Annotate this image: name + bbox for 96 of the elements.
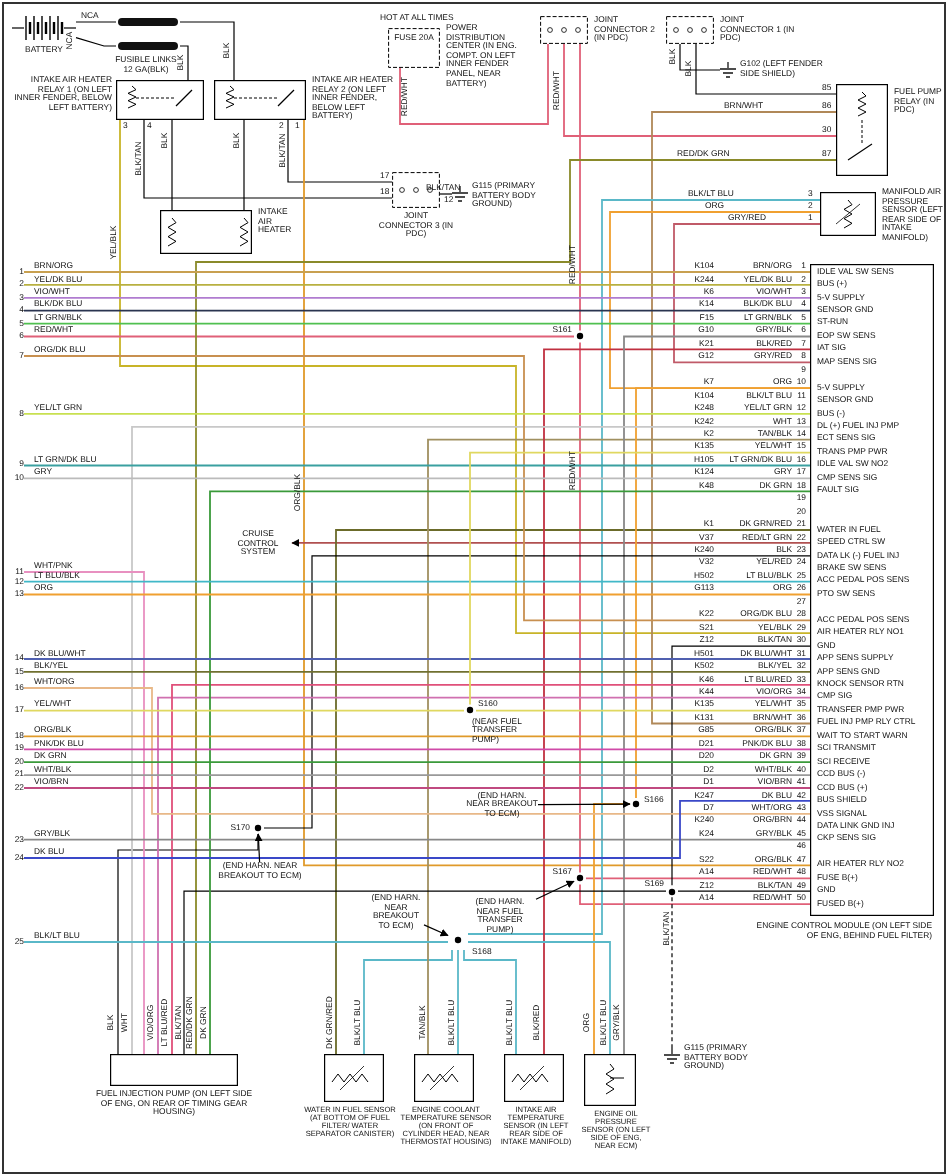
wire: [23, 671, 811, 673]
wire: [579, 341, 581, 874]
wire: [117, 833, 259, 1055]
wire: [585, 877, 811, 880]
wire: [467, 199, 821, 935]
wire: [195, 159, 837, 1055]
wire: [23, 709, 465, 712]
wire: [303, 119, 811, 867]
wire: [23, 941, 449, 943]
wire: [23, 761, 811, 764]
wire: [427, 438, 811, 1055]
wire: [467, 941, 611, 1055]
wire: [263, 555, 811, 829]
ground-symbol: [452, 186, 468, 202]
ground-symbol: [664, 1048, 680, 1064]
sensor-box: [324, 1054, 384, 1102]
splice-dot: [574, 330, 586, 343]
wire: [579, 883, 811, 905]
wire: [671, 896, 673, 1049]
wire: [23, 787, 811, 789]
wire: [23, 774, 811, 776]
wire: [23, 748, 811, 751]
wire: [671, 645, 811, 886]
wire: [143, 119, 393, 199]
pump-box: [110, 1054, 238, 1086]
wire: [23, 580, 811, 583]
wire: [23, 322, 811, 325]
splice-dot: [252, 822, 264, 834]
leader-line: [537, 800, 631, 809]
wire: [23, 335, 575, 338]
wire: [651, 111, 837, 725]
wire: [243, 119, 245, 211]
wire: [23, 355, 811, 622]
wire: [399, 43, 549, 125]
wire: [23, 284, 811, 286]
fuse-box: [388, 28, 440, 68]
sensor-box: [584, 1054, 636, 1106]
wire: [563, 43, 837, 137]
leader-line: [535, 880, 575, 900]
wire: [635, 387, 811, 799]
wire: [23, 593, 811, 596]
sensor-box: [504, 1054, 564, 1102]
splice-dot: [574, 872, 586, 885]
wire: [609, 211, 821, 389]
sensor-box: [820, 192, 876, 236]
wire: [23, 477, 811, 480]
joint-connector-box: [540, 16, 588, 44]
wire: [23, 464, 811, 467]
joint-connector-box: [666, 16, 714, 44]
wire: [543, 348, 811, 1055]
sensor-box: [414, 1054, 474, 1102]
wire: [23, 309, 811, 312]
wire: [75, 21, 117, 23]
splice-dot: [630, 798, 642, 810]
splice-dot: [464, 704, 476, 717]
wire: [23, 658, 811, 660]
wire: [623, 335, 811, 1055]
relay-box: [836, 84, 888, 176]
wire: [23, 800, 811, 859]
wire: [209, 490, 811, 1055]
ground-symbol: [720, 62, 736, 78]
wire: [23, 687, 811, 815]
wire: [23, 413, 811, 415]
leader-line: [254, 833, 263, 863]
wire-arrow: [291, 538, 811, 547]
wire: [23, 571, 145, 1055]
wire: [23, 296, 811, 299]
wire: [75, 37, 117, 47]
wire: [475, 709, 811, 712]
wire: [119, 119, 811, 635]
wire: [457, 949, 459, 1055]
wire: [171, 119, 173, 211]
wire: [695, 43, 837, 95]
wire: [469, 451, 811, 706]
relay-box: [214, 80, 306, 120]
wire: [287, 119, 393, 183]
wire: [23, 271, 811, 273]
leader-line: [423, 924, 449, 937]
wire: [179, 21, 235, 81]
splice-dot: [666, 885, 678, 898]
wire: [335, 529, 811, 1055]
wire: [179, 45, 189, 81]
wire: [463, 949, 517, 1055]
heater-box: [160, 210, 252, 254]
wire: [679, 43, 721, 71]
wire: [439, 193, 453, 195]
wire: [131, 425, 811, 1055]
relay-box: [116, 80, 204, 120]
wire: [673, 223, 821, 364]
wire: [677, 890, 811, 892]
wire: [183, 890, 667, 1055]
module-box: [810, 264, 934, 916]
wire: [363, 949, 453, 1055]
wire: [23, 838, 811, 841]
wire: [23, 735, 811, 738]
wire: [579, 43, 581, 332]
